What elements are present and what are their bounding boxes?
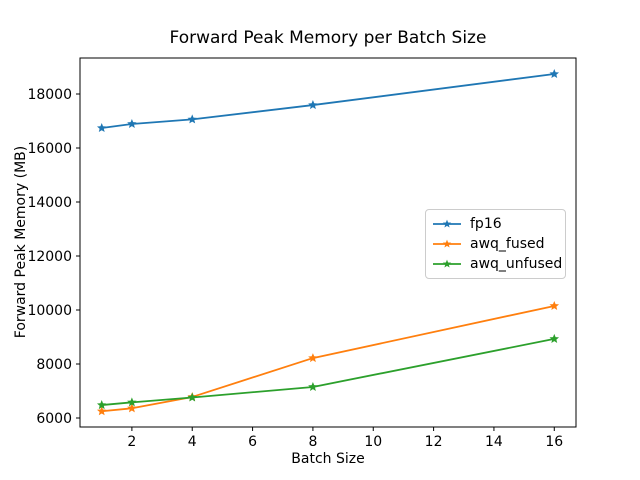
y-tick-label: 14000 — [27, 195, 72, 211]
x-tick-label: 8 — [308, 434, 317, 450]
marker-awq_fused — [127, 403, 137, 413]
marker-awq_unfused — [96, 400, 107, 410]
legend: fp16 awq_fused awq_unfused — [425, 209, 566, 279]
x-tick-label: 12 — [425, 434, 443, 450]
legend-sample-star-icon — [442, 219, 452, 228]
marker-awq_fused — [549, 300, 560, 310]
x-tick-label: 10 — [364, 434, 382, 450]
marker-awq_unfused — [127, 397, 137, 407]
marker-awq_unfused — [308, 381, 318, 391]
legend-label: awq_fused — [470, 236, 545, 252]
y-tick-label: 12000 — [27, 249, 72, 265]
marker-fp16 — [127, 118, 137, 129]
y-tick-label: 6000 — [36, 411, 72, 427]
line-awq_fused — [101, 305, 555, 413]
x-tick-label: 4 — [188, 434, 197, 450]
line-fp16 — [101, 73, 555, 129]
legend-line-sample — [433, 259, 461, 268]
legend-entry-awq-fused: awq_fused — [432, 234, 559, 254]
legend-entry-awq-unfused: awq_unfused — [432, 254, 563, 274]
chart-title: Forward Peak Memory per Batch Size — [169, 28, 487, 48]
marker-awq_unfused — [549, 333, 560, 343]
y-tick-label: 10000 — [27, 303, 72, 319]
x-tick-label: 6 — [248, 434, 257, 450]
marker-fp16 — [187, 114, 197, 124]
legend-entry-fp16: fp16 — [432, 214, 559, 234]
legend-label: fp16 — [470, 216, 502, 232]
marker-fp16 — [308, 100, 318, 110]
legend-line-sample — [433, 219, 461, 228]
legend-sample-star-icon — [442, 239, 452, 248]
y-tick-label: 8000 — [36, 357, 72, 373]
y-tick-label: 18000 — [27, 87, 72, 103]
x-axis-label: Batch Size — [291, 451, 365, 467]
legend-label: awq_unfused — [470, 256, 563, 272]
plot-border — [79, 57, 577, 428]
line-awq_unfused — [101, 338, 555, 406]
x-tick-label: 16 — [545, 434, 563, 450]
marker-awq_fused — [96, 406, 107, 416]
legend-sample-star-icon — [442, 259, 452, 268]
marker-fp16 — [96, 123, 107, 133]
marker-awq_fused — [308, 353, 318, 363]
legend-line-sample — [433, 239, 461, 248]
x-tick-label: 14 — [485, 434, 503, 450]
marker-awq_unfused — [187, 392, 197, 402]
x-tick-label: 2 — [127, 434, 136, 450]
y-axis-label: Forward Peak Memory (MB) — [13, 145, 29, 339]
y-tick-label: 16000 — [27, 141, 72, 157]
marker-fp16 — [549, 69, 560, 79]
